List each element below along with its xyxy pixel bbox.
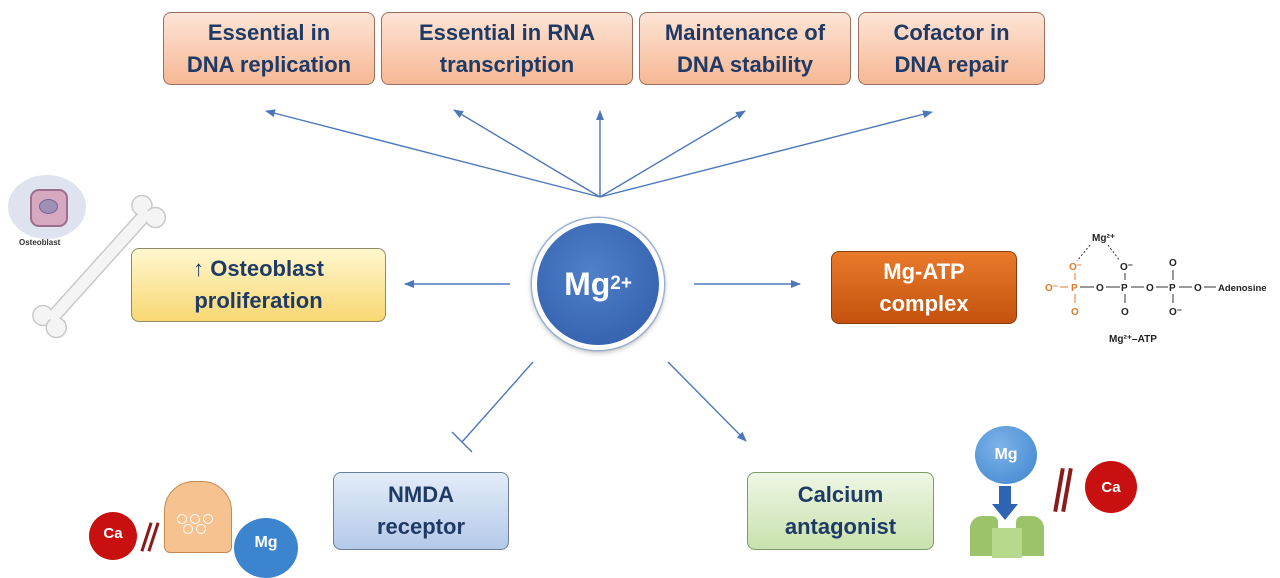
svg-text:O⁻: O⁻: [1069, 262, 1082, 273]
svg-text:Mg²⁺–ATP: Mg²⁺–ATP: [1109, 334, 1157, 345]
mg-charge: 2+: [610, 273, 632, 294]
channel-bars-right: [1053, 467, 1073, 513]
box-osteoblast-proliferation: ↑ Osteoblast proliferation: [131, 248, 386, 322]
ca-label-left: Ca: [103, 525, 123, 542]
svg-text:O: O: [1194, 283, 1202, 294]
mg-label-right: Mg: [994, 446, 1018, 463]
box-nmda-receptor: NMDA receptor: [333, 472, 509, 550]
osteoblast-cell-icon: [8, 175, 86, 239]
svg-text:O: O: [1121, 307, 1129, 318]
svg-text:O⁻: O⁻: [1045, 283, 1058, 294]
svg-text:P: P: [1169, 283, 1176, 294]
svg-text:O: O: [1096, 283, 1104, 294]
ca-ion-left: Ca: [89, 512, 137, 560]
inhibit-nmda-line: [461, 361, 534, 443]
box-dna-stability: Maintenance of DNA stability: [639, 12, 851, 85]
box-rna-transcription: Essential in RNA transcription: [381, 12, 633, 85]
svg-text:O: O: [1169, 258, 1177, 269]
bone-illustration: [32, 194, 167, 339]
mg-ion-left: Mg: [234, 518, 298, 578]
box-mg-atp-complex: Mg-ATP complex: [831, 251, 1017, 324]
svg-text:O: O: [1071, 307, 1079, 318]
arrow-to-dna-stability-right: [599, 110, 746, 198]
svg-text:P: P: [1071, 283, 1078, 294]
synapse-terminal-icon: [164, 481, 232, 553]
mg-label-left: Mg: [254, 534, 278, 551]
osteoblast-label: Osteoblast: [19, 238, 61, 247]
connector-arrows: [265, 109, 933, 453]
up-arrow-icon: ↑: [193, 256, 205, 282]
mg-label: Mg: [564, 265, 611, 302]
svg-text:P: P: [1121, 283, 1128, 294]
arrow-to-dna-replication: [265, 109, 601, 198]
inhibit-nmda-bar: [451, 431, 473, 453]
osteoblast-proliferation-label: Osteoblast proliferation: [194, 256, 324, 313]
channel-bars-left: [140, 522, 160, 552]
arrow-to-calcium-antagonist: [667, 361, 747, 442]
arrow-to-dna-repair: [599, 110, 933, 198]
arrow-to-rna-transcription: [453, 109, 601, 198]
box-dna-replication: Essential in DNA replication: [163, 12, 375, 85]
channel-protein-icon: [970, 508, 1044, 558]
svg-text:Mg²⁺: Mg²⁺: [1092, 233, 1115, 244]
mg-ion-right: Mg: [975, 426, 1037, 484]
down-arrow-icon: [992, 486, 1018, 524]
svg-text:O⁻: O⁻: [1169, 307, 1182, 318]
svg-text:O: O: [1146, 283, 1154, 294]
box-calcium-antagonist: Calcium antagonist: [747, 472, 934, 550]
svg-text:Adenosine: Adenosine: [1218, 283, 1267, 294]
svg-text:O⁻: O⁻: [1120, 262, 1133, 273]
ca-ion-right: Ca: [1085, 461, 1137, 513]
mg-atp-structure: Mg²⁺ O⁻ O⁻ P O O O⁻ P O O O P O⁻ O Adeno…: [1045, 233, 1267, 345]
box-dna-repair: Cofactor in DNA repair: [858, 12, 1045, 85]
ca-label-right: Ca: [1101, 478, 1121, 496]
